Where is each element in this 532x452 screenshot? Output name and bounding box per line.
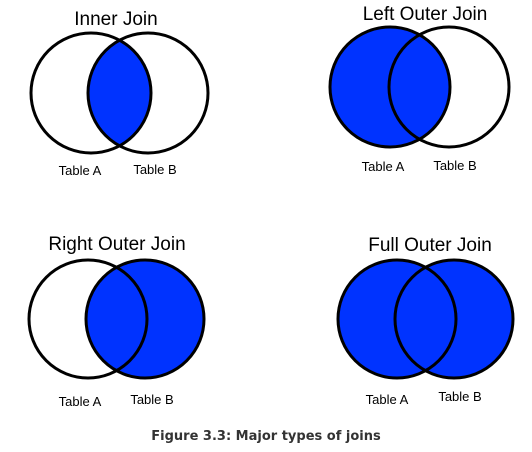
table-b-label: Table B <box>133 162 176 177</box>
table-b-label: Table B <box>438 389 481 404</box>
diagram-title: Inner Join <box>74 9 157 30</box>
table-b-fill <box>395 260 513 378</box>
table-a-circle <box>336 258 458 380</box>
table-a-label: Table A <box>59 163 102 178</box>
diagram-title: Right Outer Join <box>48 234 185 255</box>
table-a-circle <box>27 258 149 380</box>
table-b-circle <box>84 258 206 380</box>
diagram-title: Left Outer Join <box>363 4 488 25</box>
full-outer-join-diagram: Full Outer Join Table A Table B <box>336 235 515 407</box>
table-b-circle <box>393 258 515 380</box>
intersection-fill <box>88 33 151 153</box>
table-b-circle <box>387 25 511 149</box>
left-outer-join-diagram: Left Outer Join Table A Table B <box>328 4 511 174</box>
right-outer-join-diagram: Right Outer Join Table A Table B <box>27 234 206 409</box>
diagram-title: Full Outer Join <box>368 235 492 256</box>
table-a-circle <box>328 25 452 149</box>
table-b-label: Table B <box>130 392 173 407</box>
inner-join-diagram: Inner Join Table A Table B <box>29 9 210 178</box>
table-a-label: Table A <box>362 159 405 174</box>
table-a-label: Table A <box>366 392 409 407</box>
table-a-circle <box>29 31 153 155</box>
figure-caption: Figure 3.3: Major types of joins <box>151 429 381 444</box>
table-a-label: Table A <box>59 394 102 409</box>
table-b-fill <box>86 260 204 378</box>
table-b-label: Table B <box>433 158 476 173</box>
table-b-circle <box>86 31 210 155</box>
